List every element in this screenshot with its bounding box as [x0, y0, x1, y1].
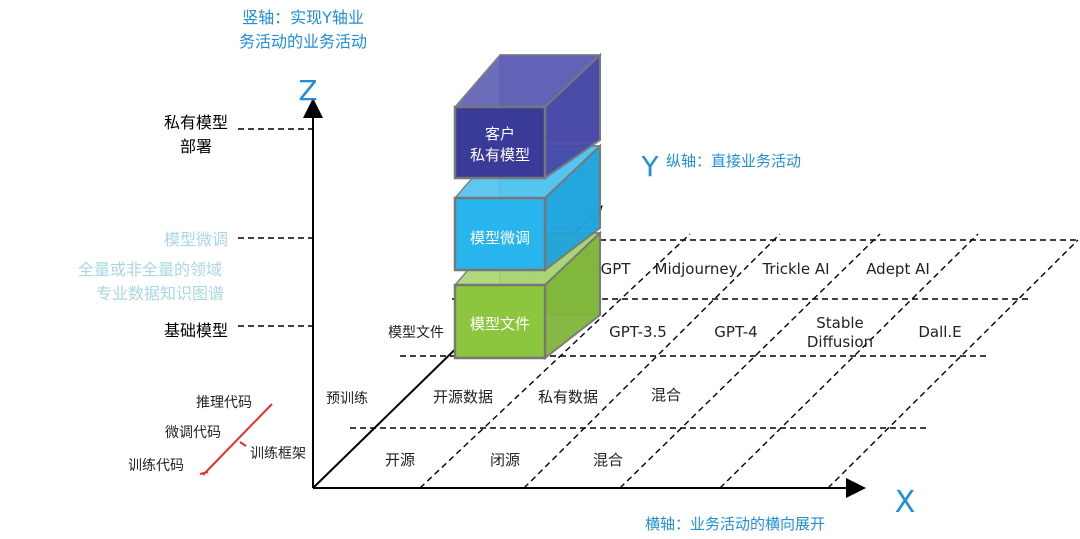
- grid-app-cell-3: Trickle AI: [761, 260, 829, 278]
- grid-pretrain-cell-3: 混合: [651, 386, 681, 404]
- grid-model-cell-4: Dall.E: [918, 323, 961, 341]
- grid-model-cell-1: GPT-3.5: [609, 323, 667, 341]
- inference-code-label: 推理代码: [196, 395, 252, 411]
- grid-framework-cell-2: 闭源: [490, 451, 520, 469]
- grid-app-cell-4: Adept AI: [866, 260, 930, 278]
- training-framework-label: 训练框架: [250, 446, 306, 462]
- grid-plane: [350, 233, 1079, 489]
- grid-model-cell-3-line-2: Diffusion: [807, 333, 873, 351]
- cube-private-model-label-line-1: 客户: [485, 125, 515, 143]
- cube-model-file-label: 模型文件: [470, 315, 530, 333]
- z-level-private-line-1: 私有模型: [164, 113, 228, 132]
- grid-app-cell-2: Midjourney: [655, 260, 738, 278]
- y-axis-note: 纵轴：直接业务活动: [666, 152, 801, 170]
- cube-private-model: 客户 私有模型: [453, 52, 602, 180]
- z-level-finetune-desc-line-2: 专业数据知识图谱: [96, 284, 224, 303]
- grid-model-cell-2: GPT-4: [714, 323, 757, 341]
- grid-framework-cell-3: 混合: [593, 451, 623, 469]
- y-axis-label: Y: [640, 150, 659, 183]
- cube-finetune-label: 模型微调: [470, 229, 530, 247]
- training-code-label: 训练代码: [128, 458, 184, 474]
- horizontal-axis-note: 横轴：业务活动的横向展开: [645, 515, 825, 533]
- x-axis-label: X: [895, 485, 916, 520]
- z-level-finetune-desc-line-1: 全量或非全量的领域: [78, 260, 222, 279]
- red-bracket-line: [199, 403, 273, 476]
- z-level-lines: [238, 128, 313, 327]
- z-level-private-line-2: 部署: [180, 137, 212, 156]
- cube-private-model-label-line-2: 私有模型: [470, 146, 530, 164]
- vertical-axis-note-line-2: 务活动的业务活动: [239, 32, 367, 51]
- grid-pretrain-cell-2: 私有数据: [538, 388, 598, 406]
- finetune-code-label: 微调代码: [165, 425, 221, 441]
- grid-model-cell-3-line-1: Stable: [816, 314, 864, 332]
- grid-framework-cell-1: 开源: [385, 451, 415, 469]
- vertical-axis-note-line-1: 竖轴：实现Y轴业: [242, 8, 364, 27]
- model-file-side-label: 模型文件: [388, 325, 444, 341]
- z-level-finetune: 模型微调: [164, 230, 228, 249]
- grid-pretrain-cell-1: 开源数据: [433, 388, 493, 406]
- z-level-base: 基础模型: [164, 321, 228, 340]
- vertical-axis-note: 竖轴：实现Y轴业 务活动的业务活动: [239, 8, 367, 51]
- z-axis-label: Z: [298, 74, 317, 107]
- pretraining-label: 预训练: [326, 391, 368, 407]
